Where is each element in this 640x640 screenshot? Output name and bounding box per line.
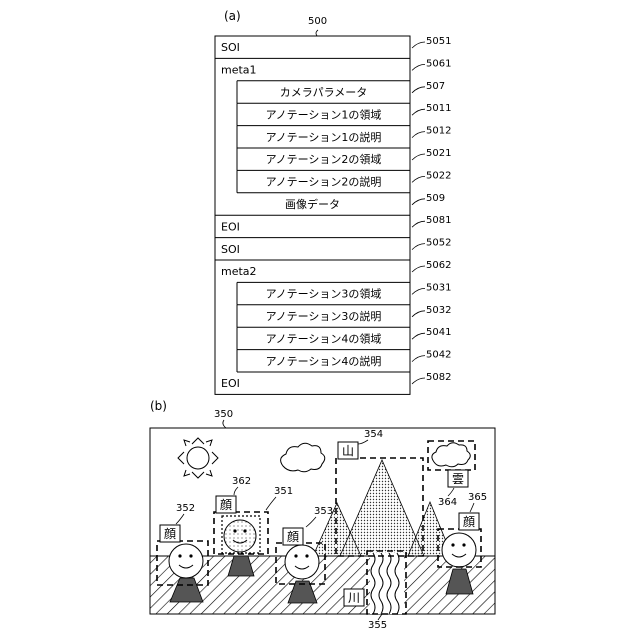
figure-ref-350-leader — [223, 420, 226, 428]
table-row-ref: 5041 — [426, 327, 451, 338]
table-row-label: アノテーション2の説明 — [266, 175, 382, 189]
table-row-label: EOI — [221, 220, 240, 233]
table-row-ref-leader — [412, 244, 425, 250]
ref-352: 352 — [176, 503, 195, 514]
table-row-ref: 5081 — [426, 215, 451, 226]
ref-362: 362 — [232, 476, 251, 487]
table-row-ref-leader — [412, 109, 425, 115]
label-face-2: 顔 — [220, 497, 232, 512]
panel-b-label: (b) — [150, 399, 167, 413]
table-row-ref-leader — [412, 154, 425, 160]
table-row-ref: 5052 — [426, 238, 451, 249]
ref-355: 355 — [368, 620, 387, 631]
table-row-ref: 5082 — [426, 372, 451, 383]
ref-354: 354 — [364, 429, 383, 440]
table-row-label: meta2 — [221, 265, 257, 278]
table-row-ref-leader — [412, 42, 425, 48]
data-structure-table: SOI 5051 meta1 5061 カメラパラメータ 507 アノテーション1の領域 50… — [215, 36, 451, 394]
table-row-ref-leader — [412, 266, 425, 272]
table-row-ref-leader — [412, 311, 425, 317]
table-row-ref: 509 — [426, 193, 445, 204]
table-row-ref-leader — [412, 221, 425, 227]
table-row-label: アノテーション1の説明 — [266, 130, 382, 144]
table-row-ref-leader — [412, 199, 425, 205]
table-row-label: meta1 — [221, 64, 257, 77]
label-mountain: 山 — [342, 444, 354, 458]
river — [370, 553, 404, 614]
table-row-label: アノテーション4の領域 — [266, 331, 382, 345]
ref-364: 364 — [438, 497, 457, 508]
table-row-label: EOI — [221, 377, 240, 390]
table-row-label: 画像データ — [285, 197, 340, 211]
ref-365: 365 — [468, 492, 487, 503]
figure-ref-350: 350 — [214, 409, 233, 420]
table-row-ref-leader — [412, 288, 425, 294]
table-row-label: SOI — [221, 243, 240, 256]
table-row-ref-leader — [412, 176, 425, 182]
table-row-ref-leader — [412, 333, 425, 339]
table-row-ref: 5061 — [426, 58, 451, 69]
table-row-ref: 5042 — [426, 350, 451, 361]
table-row-ref: 5012 — [426, 126, 451, 137]
table-row-label: カメラパラメータ — [280, 86, 368, 99]
label-face-3: 顔 — [287, 529, 299, 544]
ref-351: 351 — [274, 486, 293, 497]
table-row-label: アノテーション2の領域 — [266, 152, 382, 166]
person-1 — [169, 544, 203, 602]
table-row-label: SOI — [221, 41, 240, 54]
table-row-ref: 5011 — [426, 103, 451, 114]
ref-353: 353 — [314, 506, 333, 517]
label-cloud: 雲 — [452, 472, 464, 486]
table-row-ref: 5031 — [426, 282, 451, 293]
table-row-ref: 5051 — [426, 36, 451, 47]
table-row-ref: 5021 — [426, 148, 451, 159]
table-row-label: アノテーション1の領域 — [266, 107, 382, 121]
table-row-ref-leader — [412, 356, 425, 362]
scene-image: 顔 顔 顔 顔 山 雲 川 — [150, 428, 495, 614]
label-face-4: 顔 — [463, 514, 475, 529]
table-row-label: アノテーション4の説明 — [266, 354, 382, 368]
table-row-ref: 5022 — [426, 170, 451, 181]
label-river: 川 — [348, 591, 360, 605]
table-row-ref: 5032 — [426, 305, 451, 316]
table-row-ref: 507 — [426, 81, 445, 92]
table-row-ref-leader — [412, 378, 425, 384]
table-row-label: アノテーション3の説明 — [266, 309, 382, 323]
table-row-ref-leader — [412, 64, 425, 70]
table-row-ref: 5062 — [426, 260, 451, 271]
table-row-ref-leader — [412, 132, 425, 138]
panel-a-label: (a) — [224, 9, 241, 23]
table-row-ref-leader — [412, 87, 425, 93]
figure-ref-500: 500 — [308, 16, 327, 27]
table-row-label: アノテーション3の領域 — [266, 287, 382, 301]
label-face-1: 顔 — [164, 526, 176, 541]
